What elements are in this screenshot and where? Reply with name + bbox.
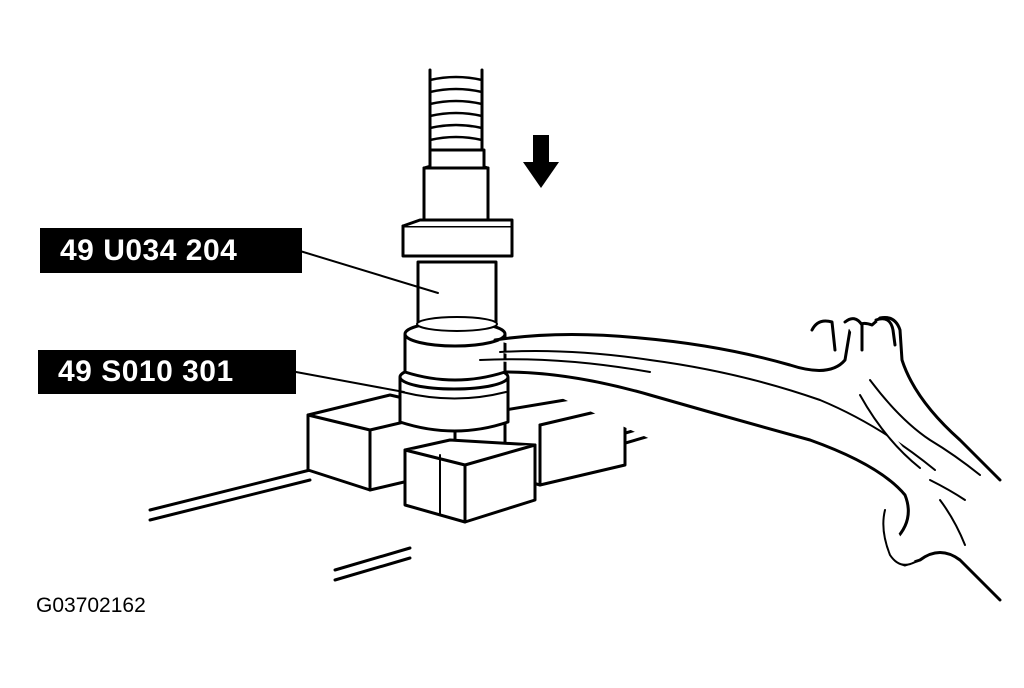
upper-adapter-tool [401,218,514,332]
press-direction-arrow-icon [523,135,559,188]
press-ram [422,68,490,222]
leader-line-upper [299,250,439,294]
figure-code: G03702162 [36,594,146,617]
leader-lines [295,250,439,393]
lower-control-arm [403,316,1002,602]
tool-number-label-lower: 49 S010 301 [38,350,296,394]
leader-line-lower [295,371,405,393]
tool-number-label-upper: 49 U034 204 [40,228,302,273]
